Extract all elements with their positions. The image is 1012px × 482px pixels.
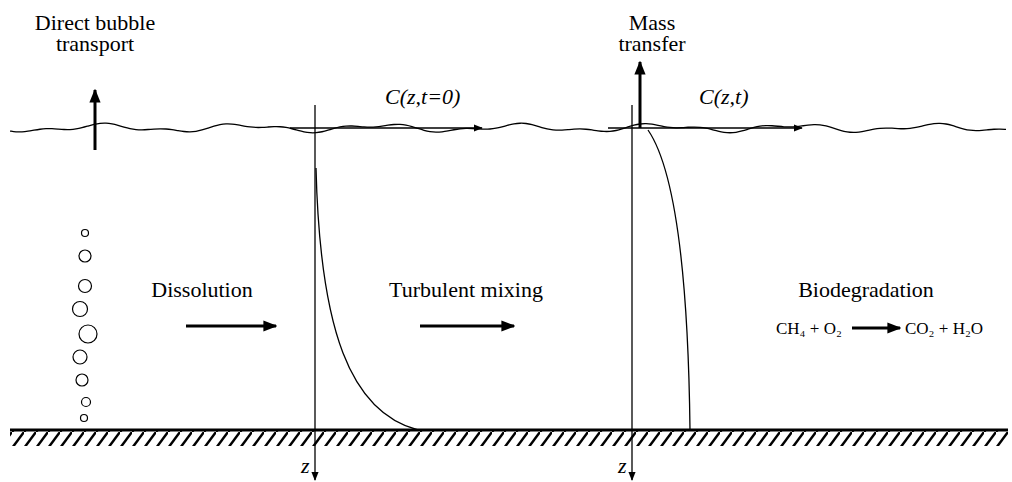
concentration-axis <box>608 127 802 128</box>
reaction-arrow <box>852 327 900 330</box>
axis-label: z <box>618 455 627 476</box>
process-arrow <box>420 325 514 328</box>
concentration-axis <box>290 127 482 128</box>
depth-axis <box>631 105 632 480</box>
process-label: Biodegradation <box>798 279 934 300</box>
seabed-line <box>10 429 1008 432</box>
water-surface-line <box>10 123 1006 133</box>
process-label: Dissolution <box>151 279 252 300</box>
depth-axis <box>314 105 315 480</box>
seabed-hatch <box>10 430 1008 446</box>
curve-label: C(z,t=0) <box>385 86 460 107</box>
transport-arrow <box>94 90 97 150</box>
curve-label: C(z,t) <box>699 86 749 107</box>
water-surface <box>10 123 1006 133</box>
process-label: Mass transfer <box>606 12 698 54</box>
mass-transfer-arrow <box>639 62 642 128</box>
process-label: Direct bubble transport <box>20 12 170 54</box>
axis-label: z <box>301 455 310 476</box>
reaction-text: CH₄ + O₂ <box>776 318 842 339</box>
process-arrow <box>186 325 276 328</box>
reaction-text: CO₂ + H₂O <box>905 318 983 339</box>
profile-curve <box>648 130 690 430</box>
bubbles <box>73 230 98 422</box>
process-label: Turbulent mixing <box>389 279 543 300</box>
